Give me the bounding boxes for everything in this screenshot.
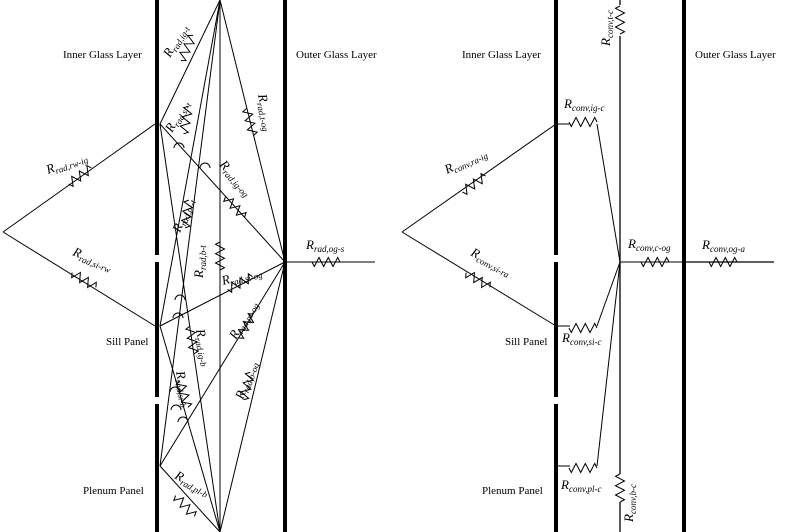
resistor-symbols-left (68, 34, 341, 517)
resistor-conv-ra-ig (462, 172, 486, 196)
resistor-symbols-right (462, 5, 738, 503)
label-r-rad-si-rw: Rrad,si-rw (69, 243, 115, 275)
resistor-rad-ig-og (222, 196, 248, 218)
network-wires (159, 0, 286, 532)
resistor-rad-og-s (311, 256, 341, 268)
resistor-conv-si-ra (465, 271, 491, 289)
label-r-conv-t-c: Rconv,t-c (598, 10, 615, 47)
label-r-rad-ig-t: Rrad,ig-t (159, 21, 192, 61)
resistor-conv-ig-c (568, 116, 598, 128)
wire-si-rw (2, 231, 156, 327)
resistor-rad-pl-b (172, 495, 198, 517)
label-r-conv-ig-c: Rconv,ig-c (563, 96, 605, 113)
resistor-rad-pl-og (237, 313, 255, 339)
sill-panel-label: Sill Panel (106, 336, 148, 348)
resistor-rad-pl-t (180, 199, 194, 229)
resistor-rad-ig-b (184, 325, 200, 355)
resistor-conv-t-c (614, 5, 626, 35)
resistor-conv-b-c (614, 473, 626, 503)
label-r-conv-si-c: Rconv,si-c (561, 330, 602, 347)
label-r-conv-c-og: Rconv,c-og (627, 236, 671, 253)
resistor-labels-right: Rconv,t-c Rconv,ig-c Rconv,ra-ig Rconv,c… (441, 10, 745, 523)
label-r-rad-rw-ig: Rrad,rw-ig (43, 148, 90, 179)
label-r-rad-pl-og: Rrad,pl-og (225, 297, 261, 343)
resistor-rad-si-og (227, 272, 253, 294)
label-r-rad-b-t: Rrad,b-t (191, 245, 208, 279)
convection-network: Inner Glass Layer Outer Glass Layer Sill… (401, 0, 776, 532)
outer-glass-layer-label: Outer Glass Layer (695, 49, 776, 61)
resistor-conv-c-og (640, 256, 670, 268)
label-r-rad-ig-og: Rrad,ig-og (215, 156, 257, 199)
resistor-rad-b-t (214, 241, 226, 271)
label-r-rad-pl-b: Rrad,pl-b (171, 467, 213, 500)
plenum-panel-label: Plenum Panel (482, 485, 543, 497)
inner-glass-layer-label: Inner Glass Layer (63, 49, 142, 61)
resistor-conv-pl-c (568, 462, 598, 474)
wire-rw-ig (2, 123, 156, 233)
label-r-rad-si-t: Rrad,si-t (161, 97, 194, 136)
plenum-panel-label: Plenum Panel (83, 485, 144, 497)
sill-panel-label: Sill Panel (505, 336, 547, 348)
wire-ra-ig (401, 123, 557, 233)
resistor-conv-si-c (568, 322, 598, 334)
resistor-rad-t-og (241, 108, 259, 136)
wire-crossover-hops (169, 142, 211, 423)
label-r-rad-si-b: Rrad,si-b (171, 369, 195, 409)
inner-glass-layer-label: Inner Glass Layer (462, 49, 541, 61)
label-r-rad-t-og: Rrad,t-og (253, 92, 278, 133)
resistor-rad-b-og (239, 371, 255, 401)
label-r-rad-og-s: Rrad,og-s (305, 237, 345, 254)
resistor-rad-ig-t (178, 34, 196, 62)
outer-glass-layer-label: Outer Glass Layer (296, 49, 377, 61)
resistor-rad-si-t (179, 105, 193, 135)
resistor-rad-rw-ig (68, 164, 92, 188)
label-r-conv-pl-c: Rconv,pl-c (560, 477, 602, 494)
radiation-network: Inner Glass Layer Outer Glass Layer Sill… (2, 0, 377, 532)
resistor-conv-og-a (708, 256, 738, 268)
resistor-rad-si-rw (71, 271, 97, 289)
resistor-rad-si-b (175, 380, 193, 408)
label-r-conv-og-a: Rconv,og-a (701, 237, 746, 254)
label-r-rad-si-og: Rrad,si-og (219, 263, 264, 290)
resistor-labels-left: Rrad,ig-t Rrad,si-t Rrad,t-og Rrad,rw-ig… (43, 21, 345, 501)
label-r-conv-ra-ig: Rconv,ra-ig (441, 144, 490, 179)
label-r-conv-b-c: Rconv,b-c (621, 484, 638, 523)
